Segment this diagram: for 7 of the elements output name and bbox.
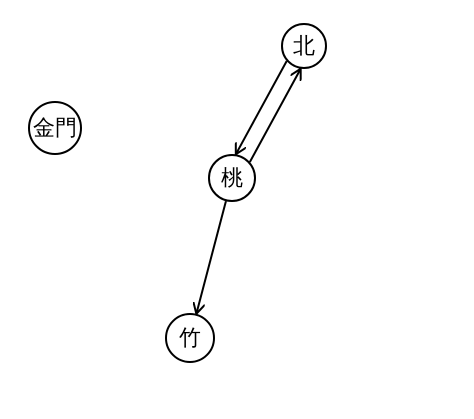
arrow	[234, 60, 288, 156]
arrow	[248, 68, 302, 162]
circle-node: 桃	[208, 154, 256, 202]
circle-node: 金門	[28, 101, 82, 155]
circle-node: 竹	[165, 313, 215, 363]
arrow	[192, 200, 227, 315]
circle-node: 北	[281, 23, 327, 69]
